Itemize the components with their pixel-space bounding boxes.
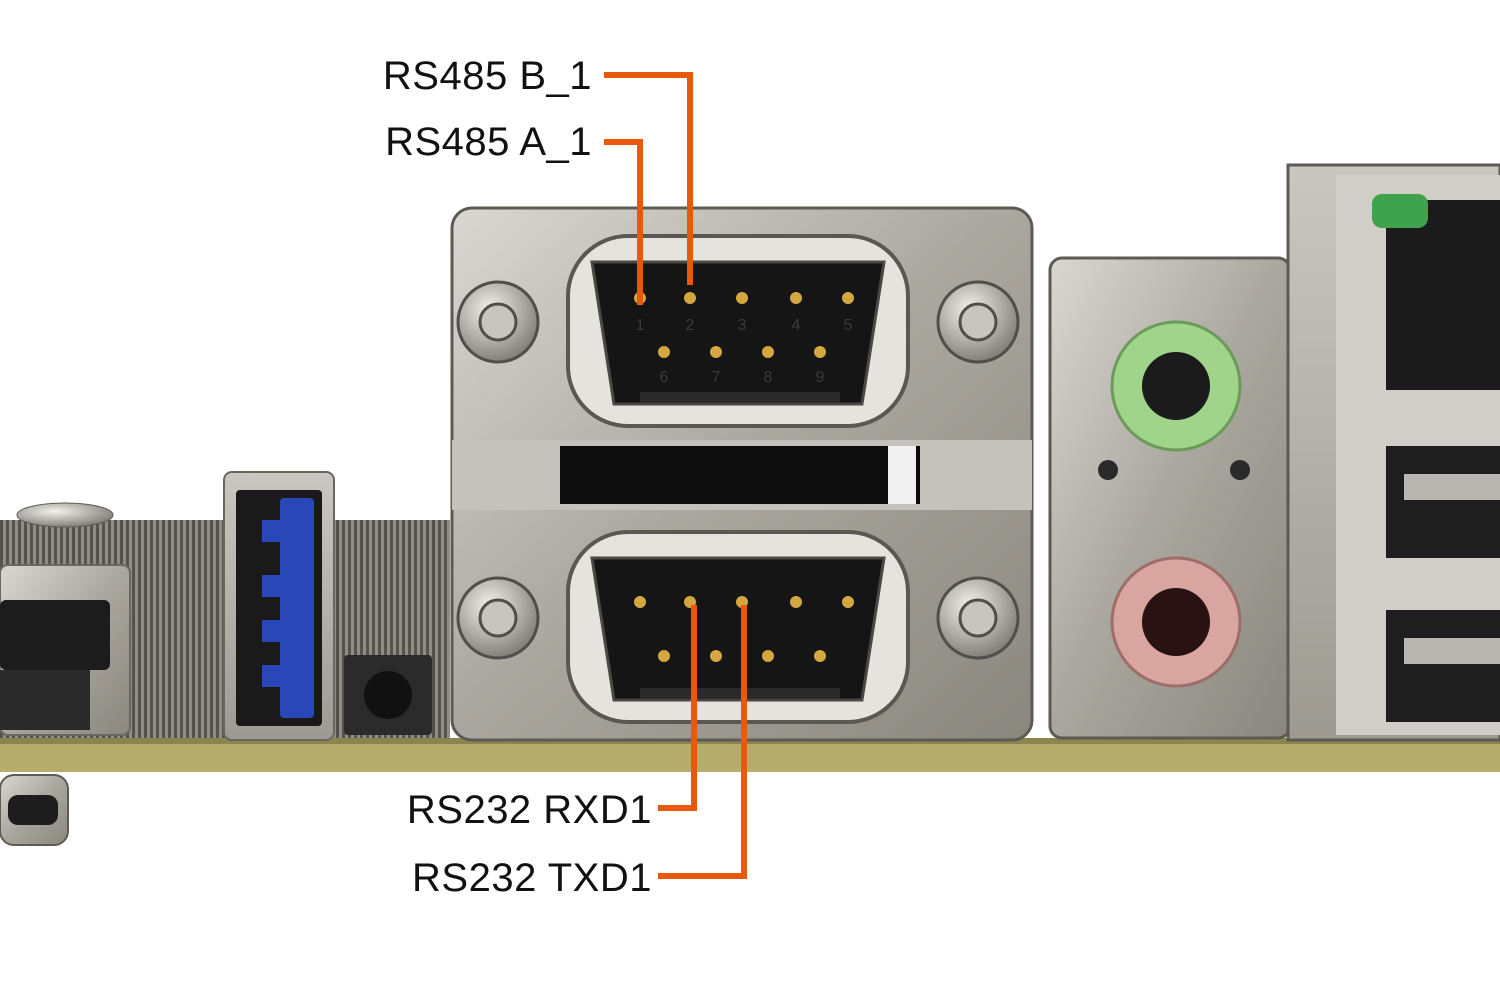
display-port-connector [0, 564, 131, 736]
label-rs485-b1: RS485 B_1 [382, 54, 592, 98]
rj45-usb-stack [1286, 163, 1500, 742]
callout-line-rs232-txd1 [658, 605, 747, 879]
callout-line-rs485-b1 [604, 72, 693, 285]
pin-number: 7 [712, 369, 721, 386]
pin-number: 1 [636, 317, 645, 334]
pin-number: 9 [816, 369, 825, 386]
pin-number: 8 [764, 369, 773, 386]
db9-connector-bottom [456, 530, 1020, 724]
pin-number: 4 [792, 317, 801, 334]
label-rs232-txd1: RS232 TXD1 [412, 856, 652, 900]
label-rs485-a1: RS485 A_1 [385, 120, 592, 164]
link-led [1372, 194, 1428, 228]
callout-line-rs485-a1 [604, 139, 643, 305]
pin-number: 6 [660, 369, 669, 386]
usb-c-port [0, 774, 69, 846]
usb3-port [223, 471, 335, 741]
pin-number: 5 [844, 317, 853, 334]
board-screw [16, 502, 114, 528]
db9-connector-top: 1 2 3 4 5 6 7 8 9 [456, 234, 1020, 428]
label-rs232-rxd1: RS232 RXD1 [406, 788, 652, 832]
pin-number: 2 [686, 317, 695, 334]
reset-button [344, 655, 432, 735]
audio-jack-bracket [1048, 256, 1292, 740]
callout-lines [604, 72, 747, 879]
pin-number: 3 [738, 317, 747, 334]
callout-line-rs232-rxd1 [658, 605, 697, 811]
